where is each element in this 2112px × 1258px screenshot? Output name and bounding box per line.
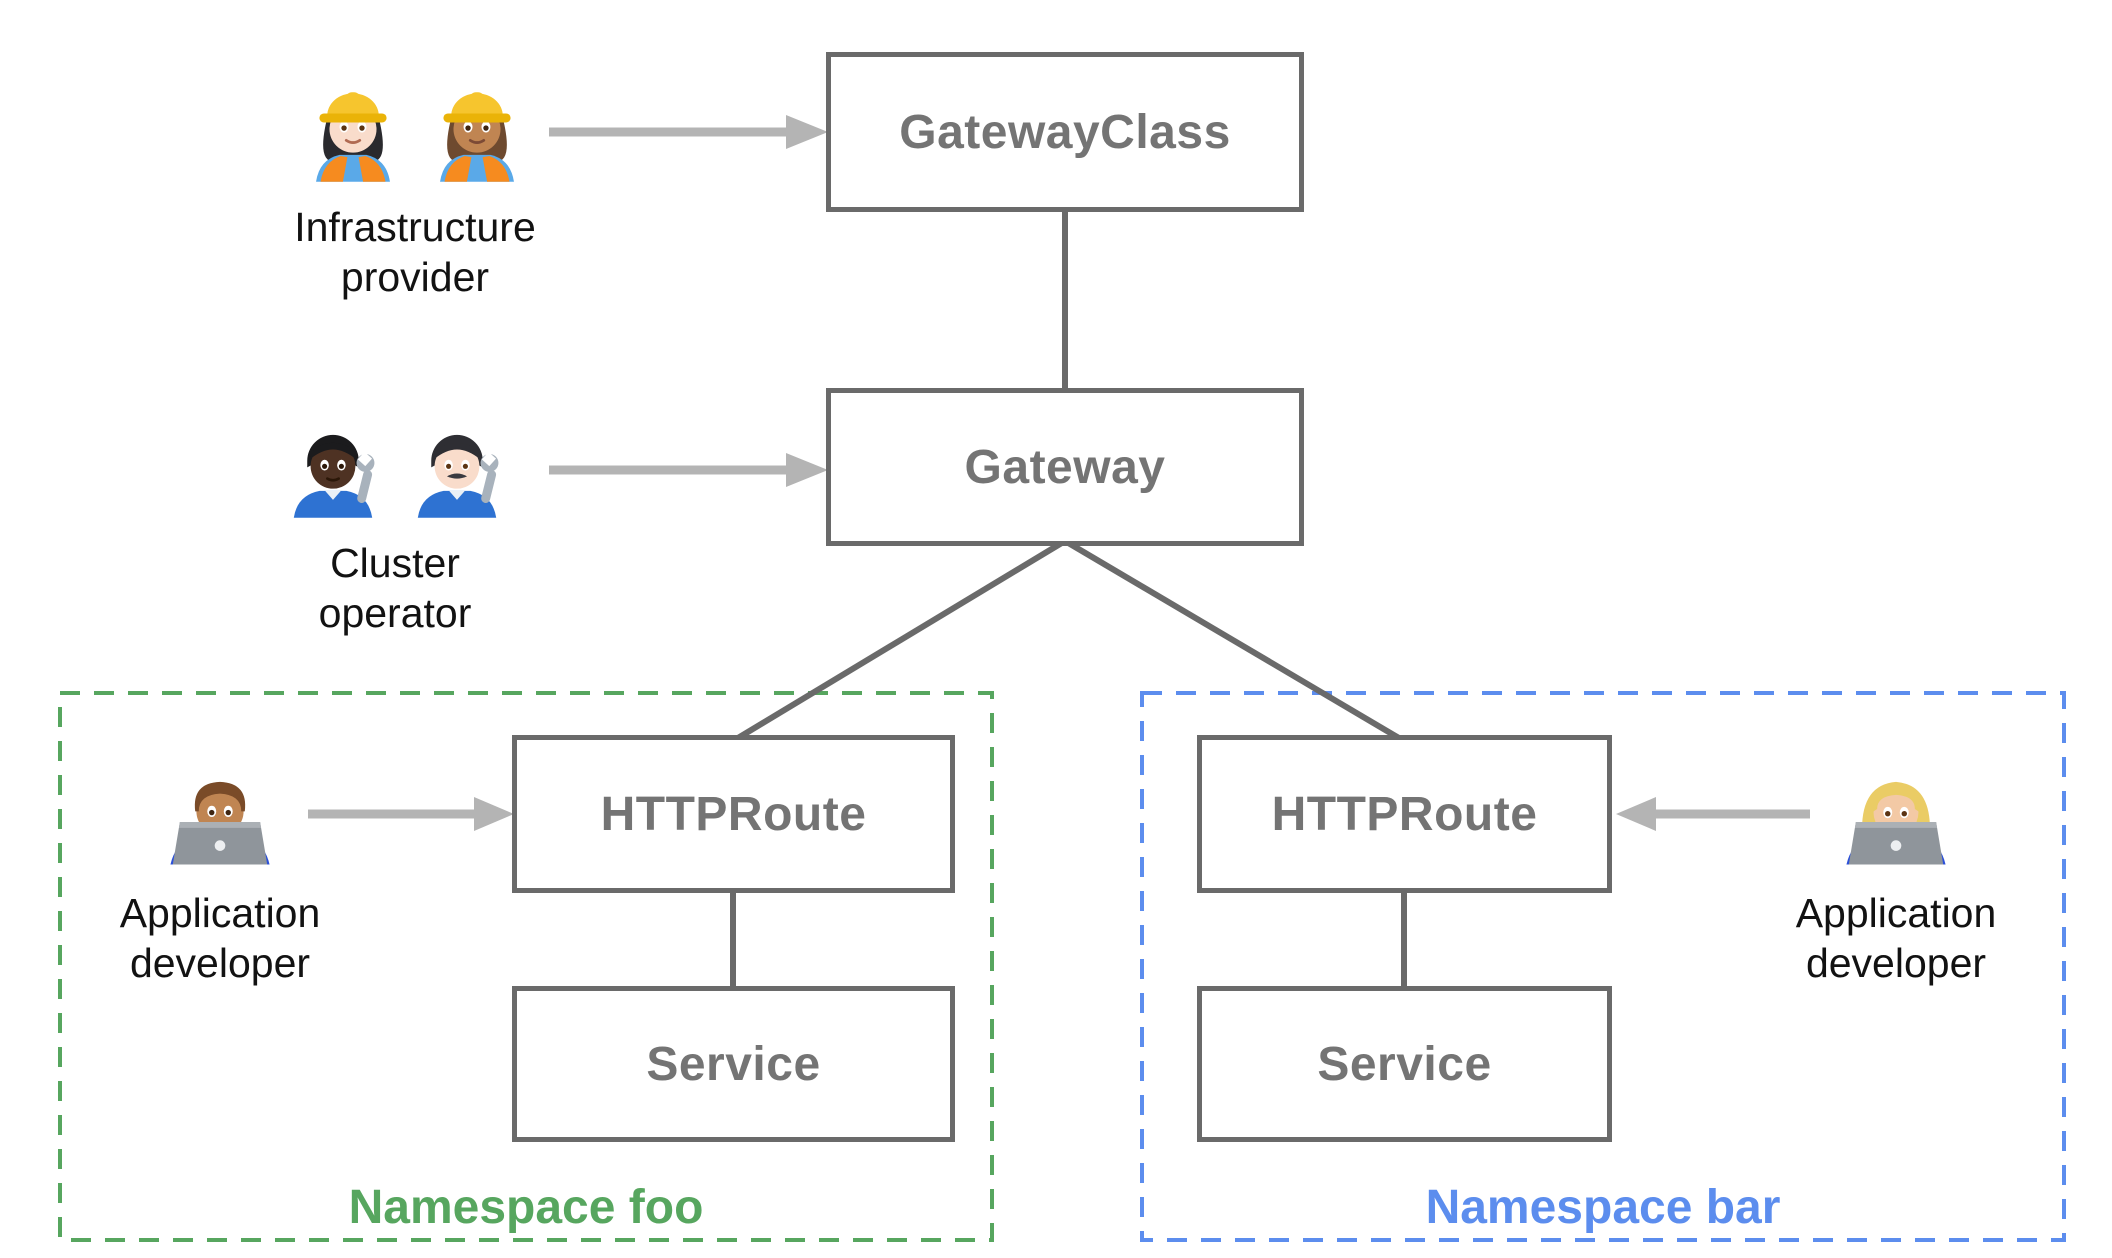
node-httproute-bar-label: HTTPRoute (1271, 787, 1538, 841)
cluster-operator-label-line1: Cluster (330, 540, 460, 586)
infrastructure-provider-label-line2: provider (340, 254, 490, 300)
man-mechanic-light-emoji (417, 434, 499, 518)
woman-construction-worker-light-emoji (316, 92, 390, 182)
infrastructure-provider-icons (297, 64, 533, 182)
node-service-bar: Service (1197, 986, 1612, 1142)
application-developer-foo-icons (161, 750, 279, 868)
application-developer-bar-icons (1837, 750, 1955, 868)
persona-cluster-operator: Cluster operator (235, 400, 555, 638)
node-service-foo: Service (512, 986, 955, 1142)
cluster-operator-label: Cluster operator (319, 538, 472, 638)
persona-application-developer-bar: Application developer (1736, 750, 2056, 988)
node-httproute-foo: HTTPRoute (512, 735, 955, 893)
infrastructure-provider-label: Infrastructure provider (294, 202, 536, 302)
node-gateway: Gateway (826, 388, 1304, 546)
woman-construction-worker-medium-emoji (440, 92, 514, 182)
namespace-bar-label: Namespace bar (1425, 1181, 1781, 1234)
edge-gateway-httproute-bar (1063, 538, 1406, 744)
mechanic-dark-emoji (293, 434, 375, 518)
node-service-bar-label: Service (1317, 1037, 1492, 1091)
arrow-infrastructure-to-gatewayclass-head (786, 115, 828, 149)
arrow-dev-to-httproute-bar-head (1616, 797, 1656, 831)
arrow-dev-to-httproute-foo-head (474, 797, 514, 831)
node-httproute-bar: HTTPRoute (1197, 735, 1612, 893)
application-developer-foo-label: Application developer (120, 888, 321, 988)
node-gatewayclass: GatewayClass (826, 52, 1304, 212)
application-developer-bar-label-line1: Application (1795, 890, 1997, 936)
cluster-operator-label-line2: operator (318, 590, 472, 636)
application-developer-bar-label: Application developer (1796, 888, 1997, 988)
woman-technologist-emoji (1846, 781, 1946, 865)
node-gateway-label: Gateway (964, 440, 1166, 494)
application-developer-foo-label-line1: Application (119, 890, 321, 936)
arrow-cluster-to-gateway-head (786, 453, 828, 487)
node-httproute-foo-label: HTTPRoute (600, 787, 867, 841)
application-developer-bar-label-line2: developer (1805, 940, 1987, 986)
persona-application-developer-foo: Application developer (60, 750, 380, 988)
namespace-foo-label: Namespace foo (348, 1181, 704, 1234)
cluster-operator-icons (277, 400, 513, 518)
node-gatewayclass-label: GatewayClass (899, 105, 1231, 159)
node-service-foo-label: Service (646, 1037, 821, 1091)
edge-gateway-httproute-foo (731, 538, 1067, 744)
persona-infrastructure-provider: Infrastructure provider (255, 64, 575, 302)
application-developer-foo-label-line2: developer (129, 940, 311, 986)
man-technologist-emoji (170, 781, 270, 865)
infrastructure-provider-label-line1: Infrastructure (294, 204, 536, 250)
